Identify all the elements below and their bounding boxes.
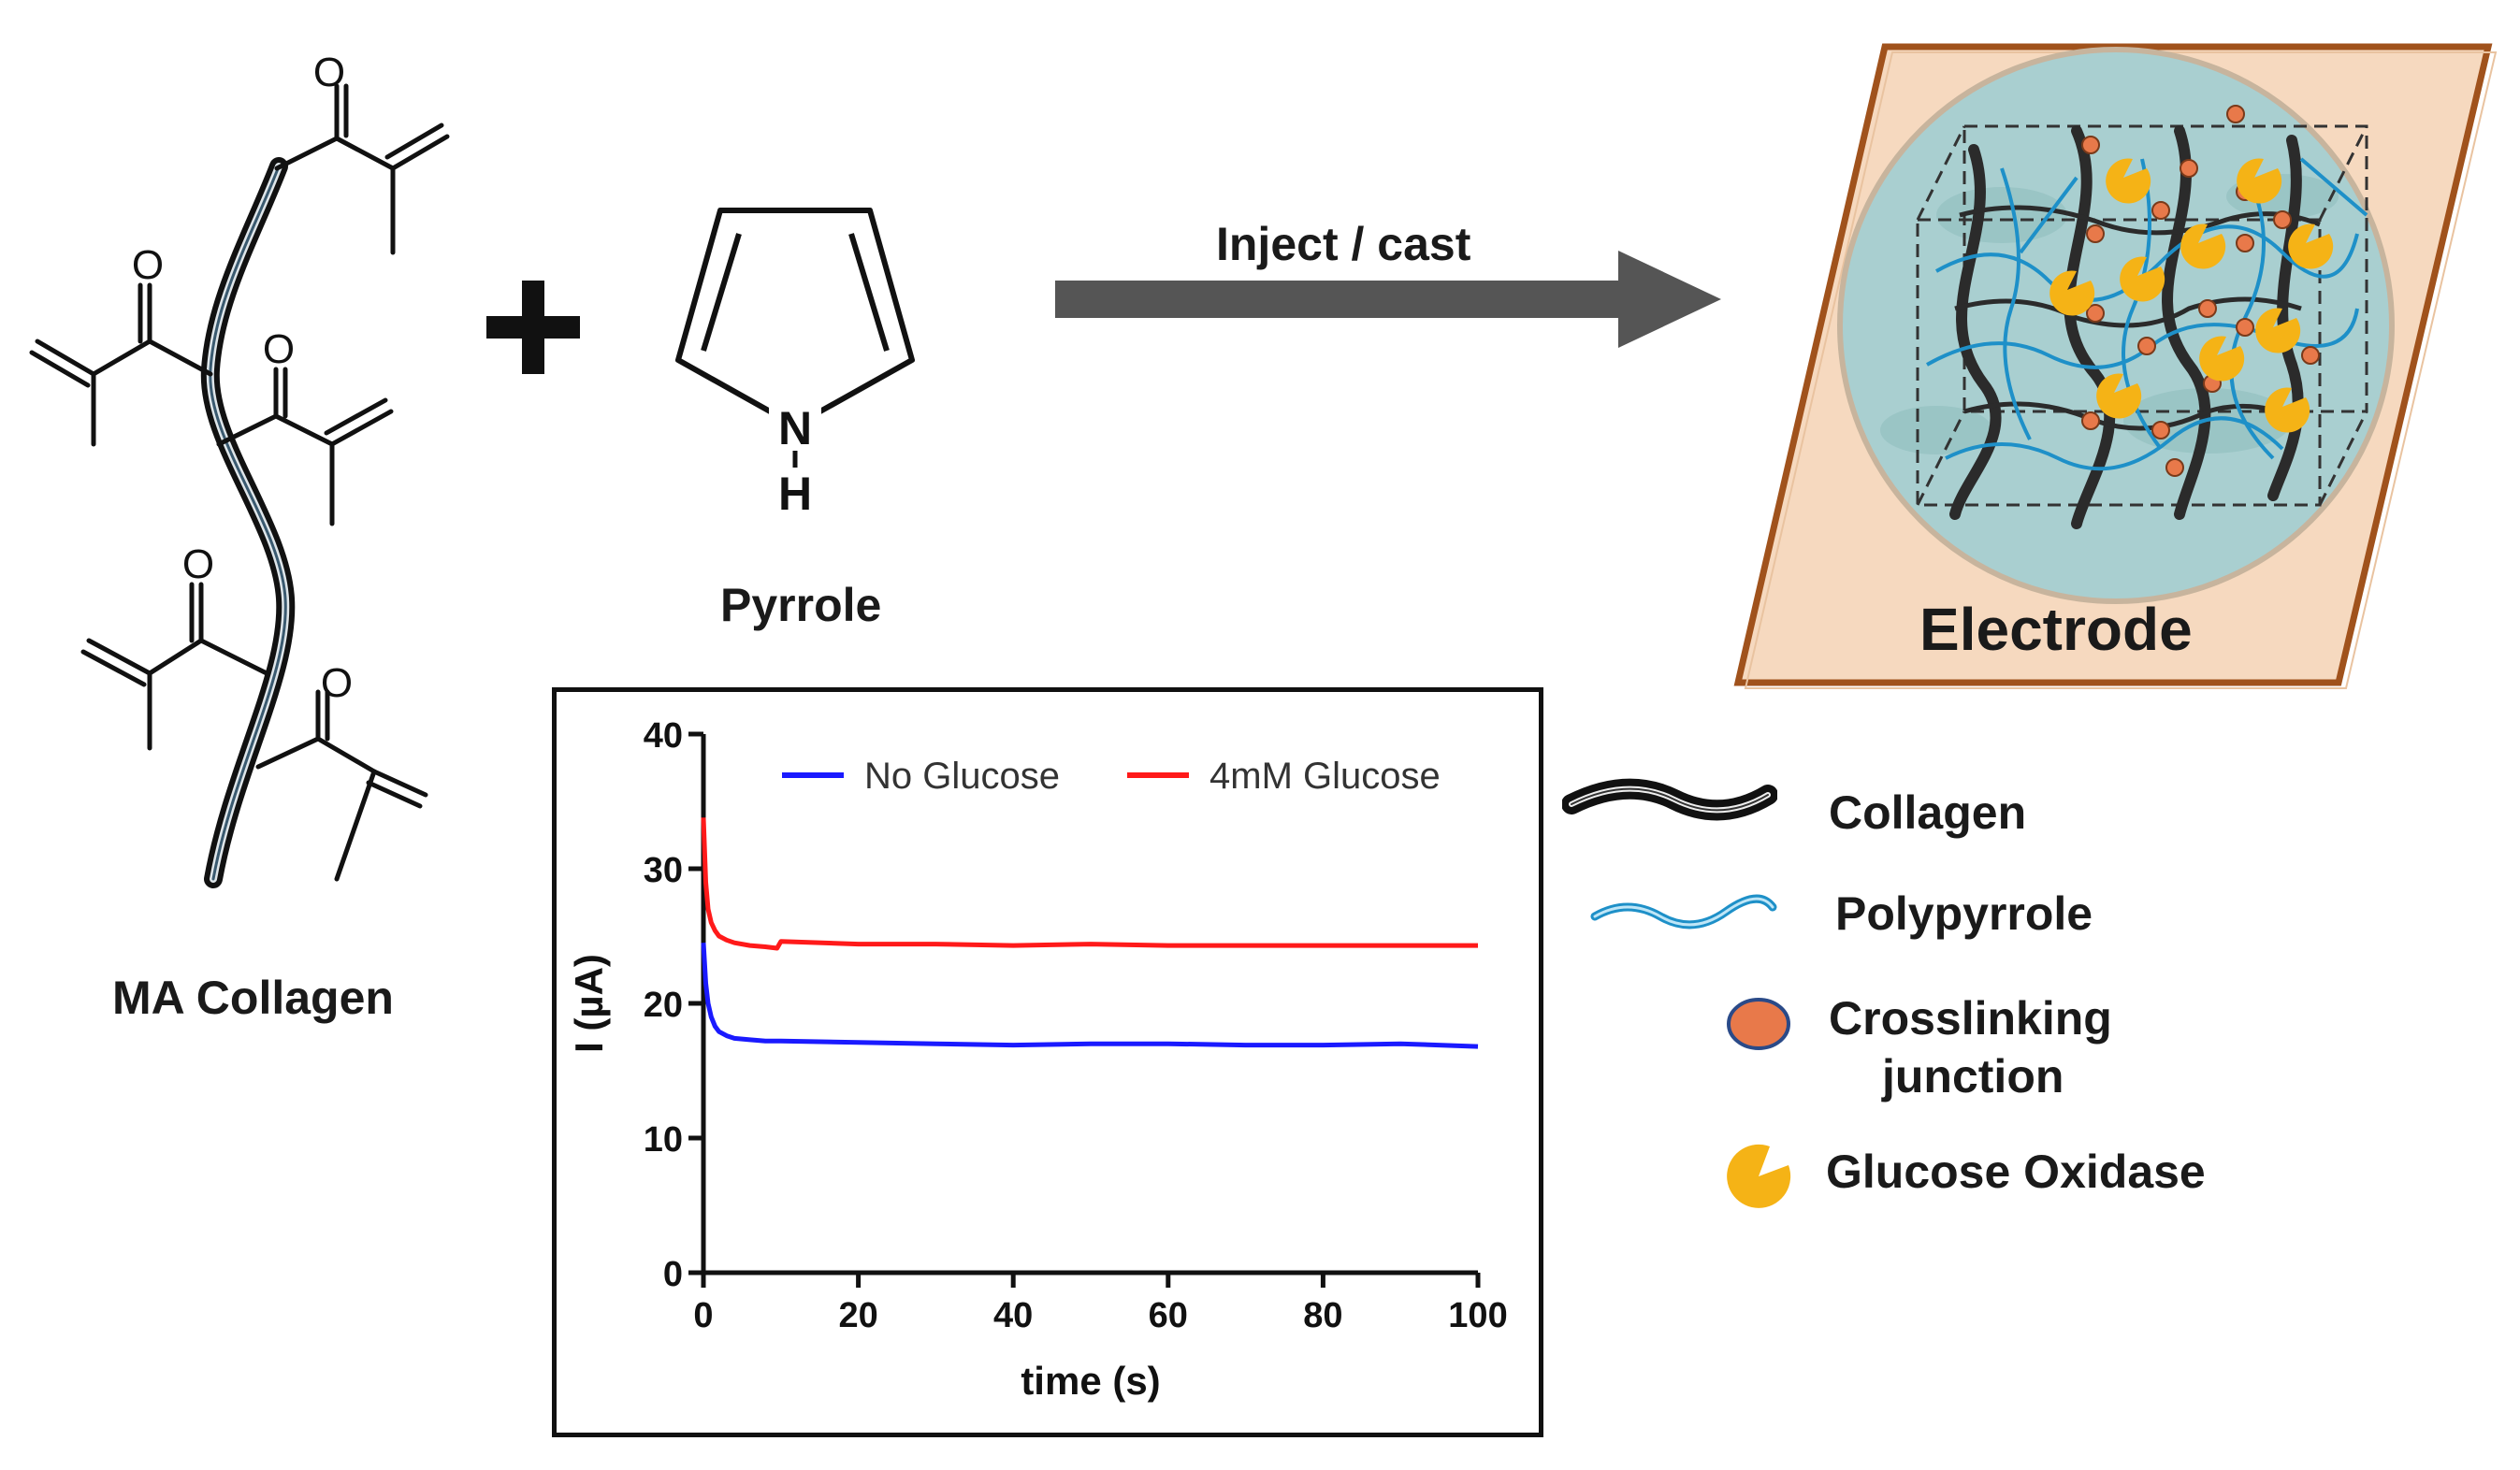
crosslink-legend-icon [1727,998,1790,1050]
legend-entry-label: 4mM Glucose [1209,756,1441,797]
arrow-label: Inject / cast [1216,218,1471,270]
ma-collagen-structure: O O O O O [29,50,450,888]
electrode-label: Electrode [1919,596,2193,663]
glucose-oxidase-legend-icon [1727,1144,1791,1208]
pyrrole-nitrogen: N [778,402,812,454]
pyrrole-hydrogen: H [778,468,812,520]
x-tick-label: 100 [1448,1296,1507,1335]
ma-collagen-label: MA Collagen [112,972,394,1024]
x-axis-label: time (s) [1021,1359,1160,1403]
pyrrole-structure: N H [675,208,915,520]
electrode-illustration [1733,43,2498,689]
carbonyl-oxygen: O [263,326,295,372]
carbonyl-oxygen: O [321,660,353,706]
x-tick-label: 60 [1149,1296,1188,1335]
legend-crosslink-label-1: Crosslinking [1829,992,2112,1045]
x-tick-label: 40 [993,1296,1033,1335]
collagen-backbone [200,157,296,888]
y-tick-label: 10 [644,1120,683,1160]
legend-crosslink-label-2: junction [1882,1050,2064,1102]
plus-icon [486,281,580,374]
legend-entry-label: No Glucose [864,756,1060,797]
y-axis-label: I (µA) [567,954,611,1053]
y-tick-label: 0 [663,1255,683,1294]
current-time-chart: 0 10 20 30 40 0 20 40 60 80 100 time (s) I (µA) No Gl… [567,716,1508,1403]
pyrrole-label: Pyrrole [720,579,882,631]
legend-collagen-label: Collagen [1829,786,2027,839]
x-tick-label: 80 [1303,1296,1342,1335]
carbonyl-oxygen: O [182,541,214,587]
chart-frame [552,687,1543,1437]
y-tick-label: 30 [644,851,683,890]
polypyrrole-legend-icon [1590,894,1777,930]
collagen-legend-icon [1562,778,1777,821]
carbonyl-oxygen: O [132,242,164,288]
legend-gox-label: Glucose Oxidase [1826,1146,2206,1198]
y-tick-label: 40 [644,716,683,756]
x-tick-label: 0 [693,1296,713,1335]
carbonyl-oxygen: O [313,50,345,95]
series-line-4mm-glucose [701,817,1478,951]
y-tick-label: 20 [644,986,683,1025]
series-line-no-glucose [701,943,1479,1049]
process-arrow [1055,251,1721,348]
x-tick-label: 20 [838,1296,877,1335]
legend-polypyrrole-label: Polypyrrole [1835,887,2093,940]
